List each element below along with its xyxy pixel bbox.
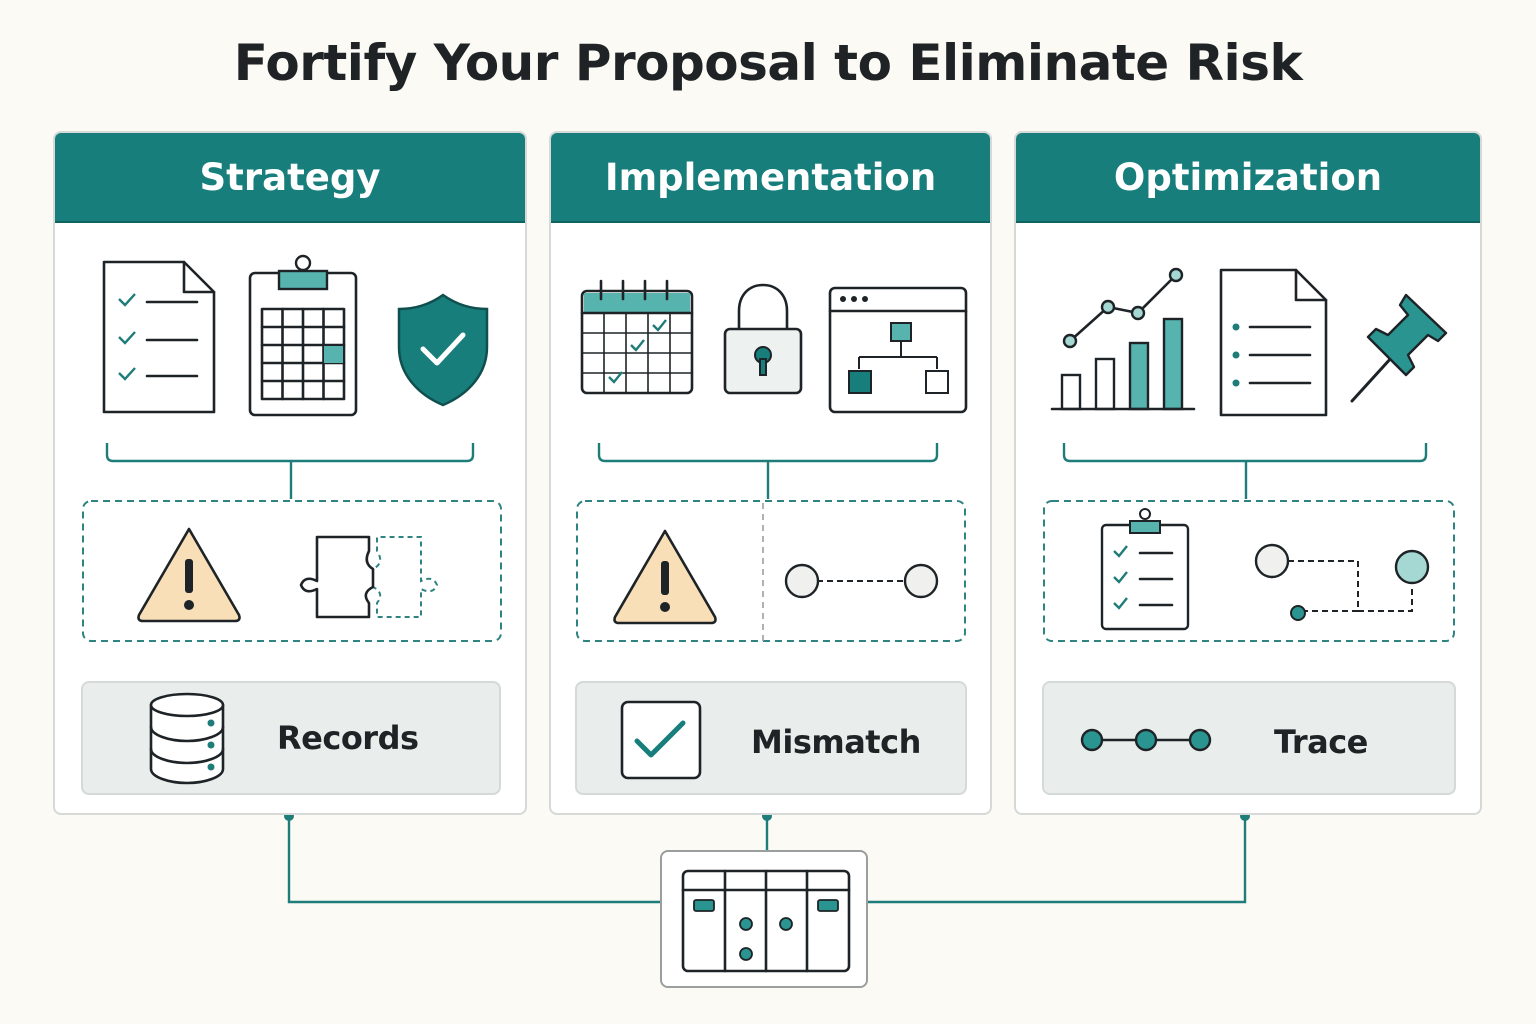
risk-zone xyxy=(82,500,502,642)
browser-flowchart-icon xyxy=(828,286,968,414)
result-label: Mismatch xyxy=(751,723,921,761)
result-label: Trace xyxy=(1274,723,1368,761)
result-panel: Trace xyxy=(1042,681,1456,795)
column-optimization: Optimization xyxy=(1014,131,1482,815)
column-implementation: Implementation xyxy=(549,131,992,815)
clipboard-grid-icon xyxy=(248,254,358,417)
path-nodes-icon xyxy=(1254,543,1430,621)
connection-nodes-icon xyxy=(784,563,939,599)
risk-zone xyxy=(576,500,966,642)
list-document-icon xyxy=(1219,268,1328,417)
warning-icon xyxy=(137,527,241,623)
group-bracket xyxy=(597,443,939,499)
group-bracket xyxy=(105,443,475,499)
group-bracket xyxy=(1062,443,1428,499)
shield-check-icon xyxy=(397,293,489,407)
kanban-board-icon xyxy=(681,869,851,973)
puzzle-piece-icon xyxy=(299,535,439,619)
warning-icon xyxy=(613,529,717,625)
result-label: Records xyxy=(277,719,419,757)
clipboard-checklist-icon xyxy=(1100,508,1190,631)
column-header: Optimization xyxy=(1016,133,1480,223)
result-panel: Mismatch xyxy=(575,681,967,795)
hub-board xyxy=(660,850,868,988)
pushpin-icon xyxy=(1350,293,1448,403)
result-panel: Records xyxy=(81,681,501,795)
column-strategy: Strategy xyxy=(53,131,527,815)
chain-nodes-icon xyxy=(1080,728,1212,752)
column-header: Implementation xyxy=(551,133,990,223)
database-icon xyxy=(149,692,225,785)
column-header: Strategy xyxy=(55,133,525,223)
growth-chart-icon xyxy=(1050,267,1196,411)
page-title: Fortify Your Proposal to Eliminate Risk xyxy=(233,34,1303,92)
checklist-document-icon xyxy=(102,260,216,414)
risk-zone xyxy=(1043,500,1455,642)
checkbox-icon xyxy=(620,700,702,780)
calendar-icon xyxy=(580,279,694,395)
padlock-icon xyxy=(723,283,803,395)
